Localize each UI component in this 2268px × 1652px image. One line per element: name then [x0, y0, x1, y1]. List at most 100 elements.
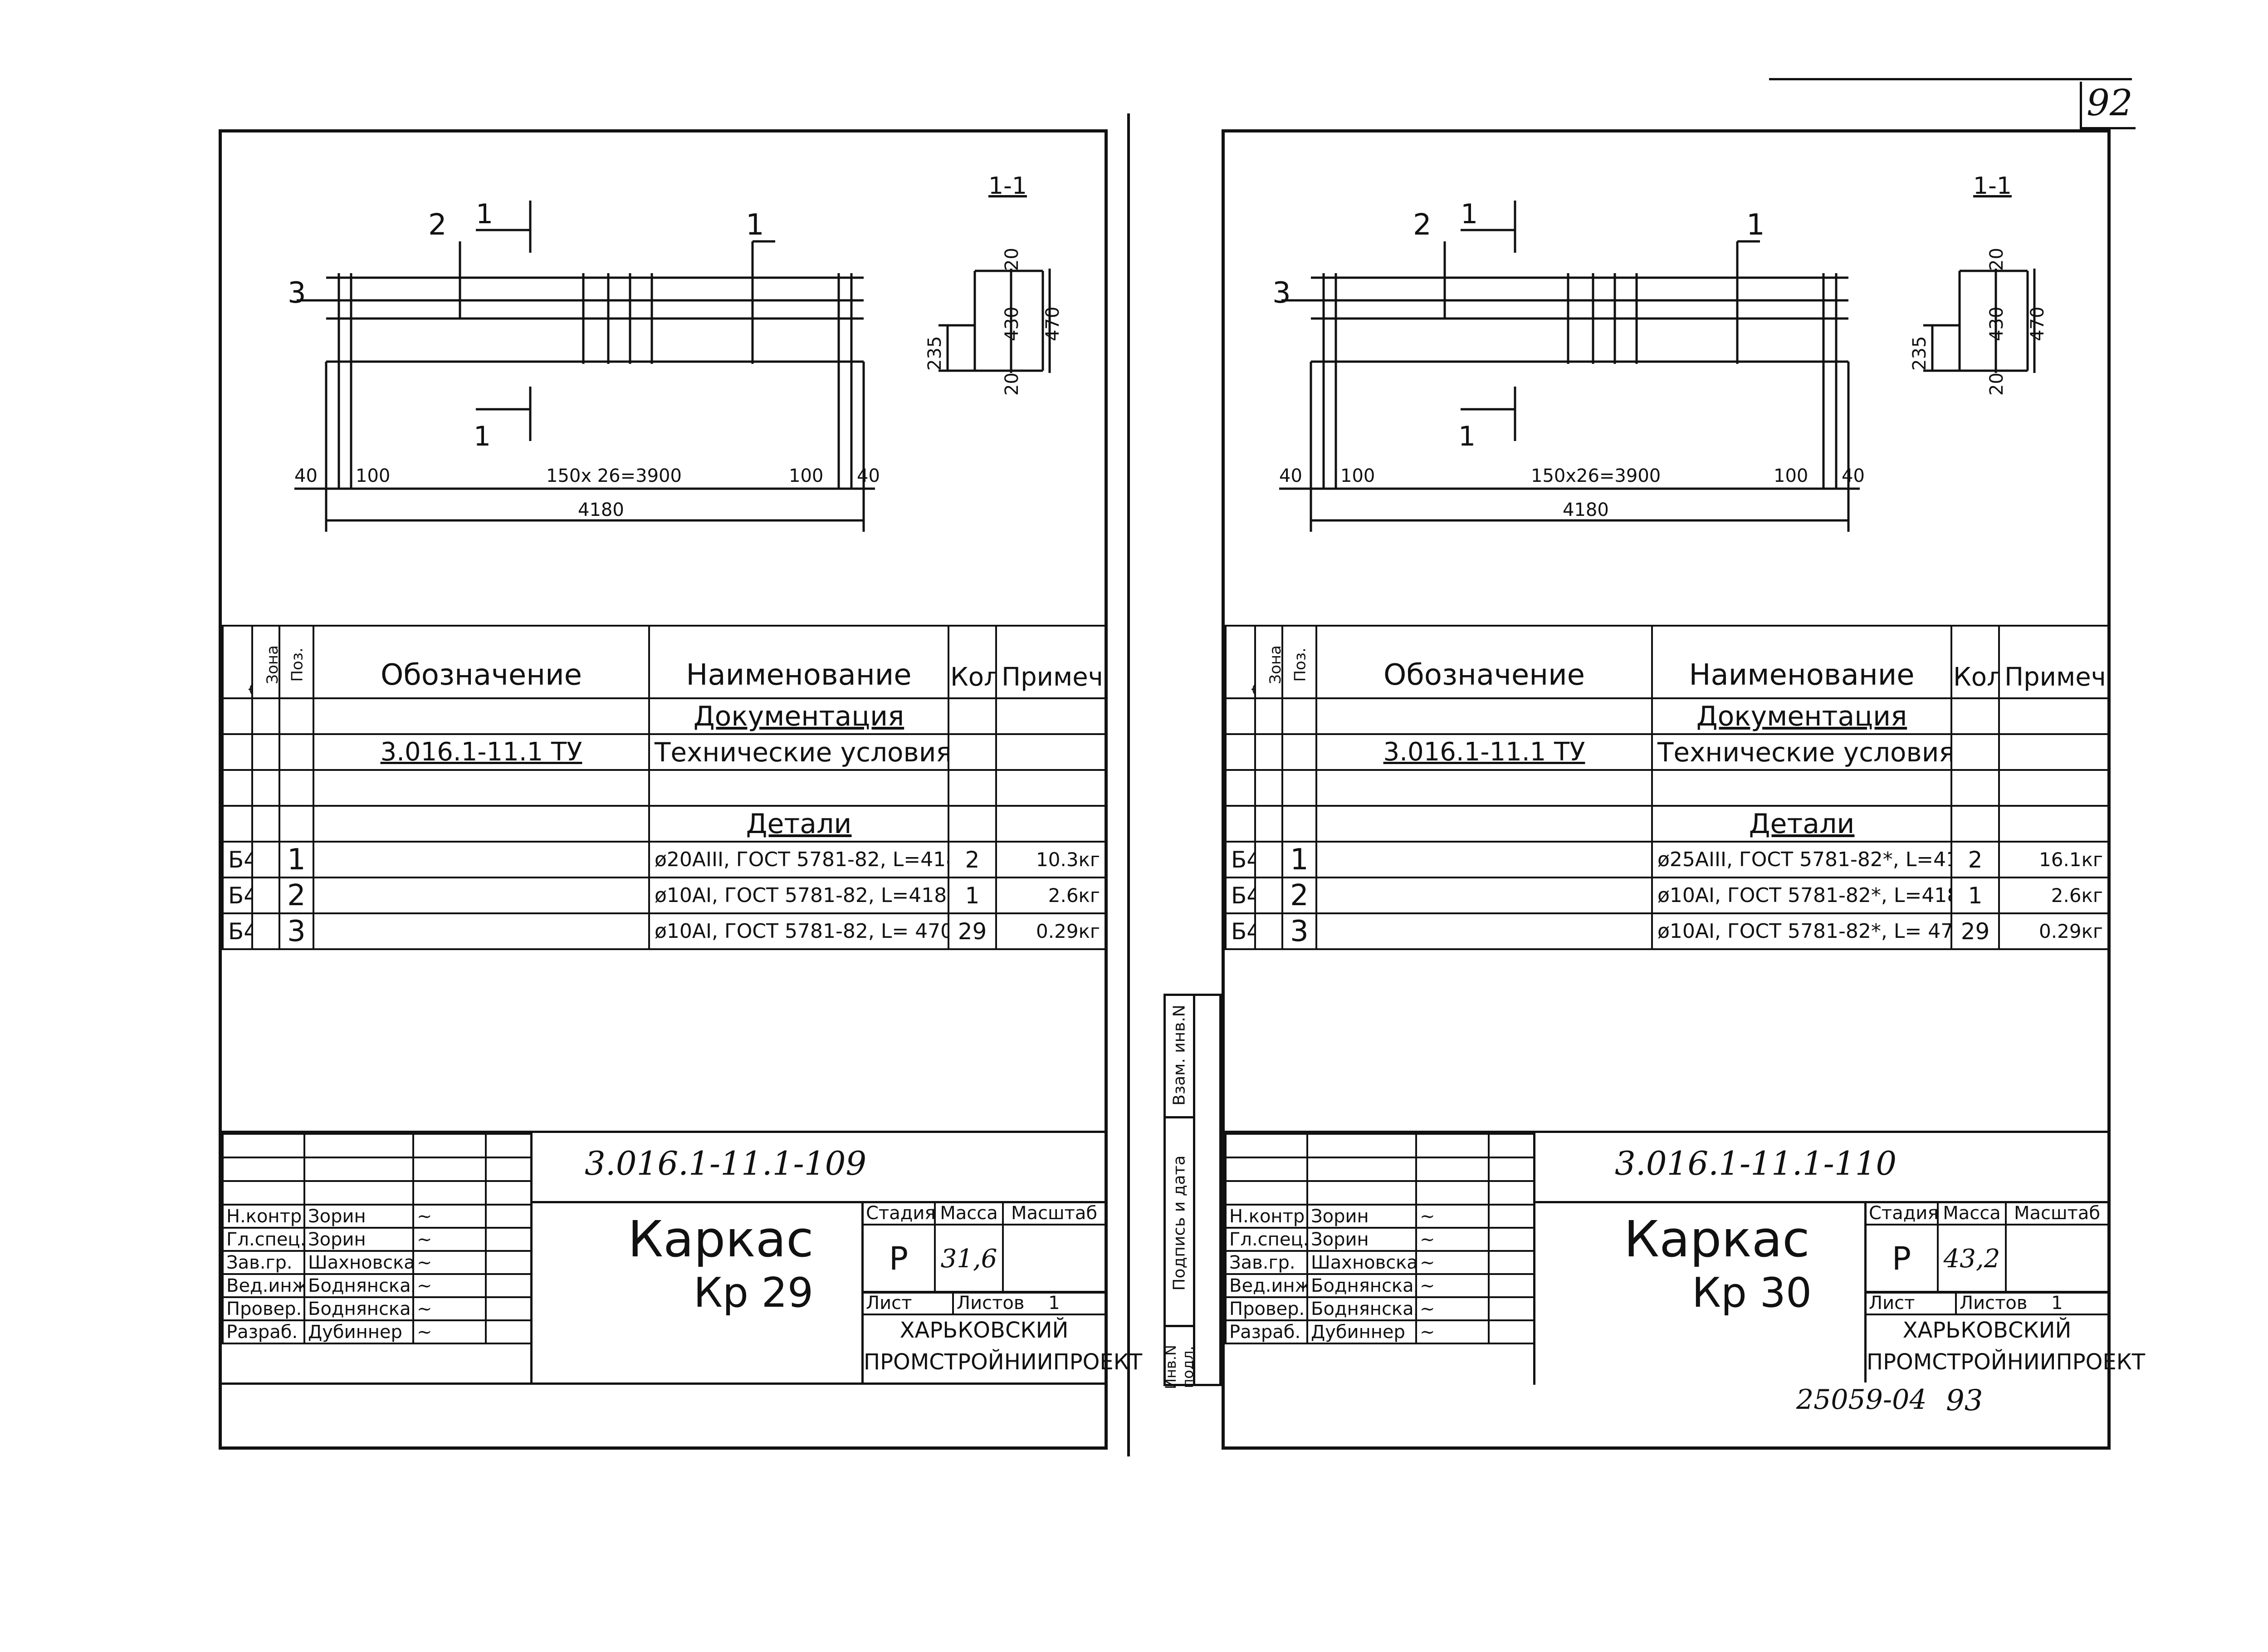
table-row: Б4 1 ø25AIII, ГОСТ 5781-82*, L=4180 2 16…: [1225, 841, 2109, 878]
frame-drawing-right: 1-1 3 2 1 1 1 40 100 150x26=3900 100 40 …: [1272, 172, 2048, 532]
org: ХАРЬКОВСКИЙ ПРОМСТРОЙНИИПРОЕКТ: [1867, 1314, 2146, 1378]
page-number: 92: [2087, 82, 2133, 124]
row-pos: 2: [1281, 877, 1317, 914]
table-row: Б4 3 ø10AI, ГОСТ 5781-82*, L= 470 29 0.2…: [1225, 912, 2109, 950]
section-mark-bottom: 1: [474, 421, 491, 452]
sheets-label: Листов: [1960, 1293, 2028, 1314]
sheets-count: 1: [2051, 1293, 2063, 1314]
side-stamp-vzam: Взам. инв.N: [1170, 1005, 1189, 1106]
doc-designation: 3.016.1-11.1 ТУ: [1315, 733, 1653, 771]
role: Н.контр.: [1225, 1204, 1308, 1229]
hdr-name: Наименование: [1651, 625, 1952, 699]
dim-40-left: 40: [1279, 466, 1302, 486]
row-qty: 1: [1950, 877, 2000, 914]
hdr-zone: Зона: [263, 645, 279, 684]
row-pos: 2: [279, 877, 314, 914]
person: Дубиннер: [303, 1319, 414, 1344]
row-note: 2.6кг: [1998, 877, 2109, 914]
doc-designation: 3.016.1-11.1 ТУ: [313, 733, 650, 771]
section-dim-20-bottom: 20: [1986, 373, 2007, 396]
role: Зав.гр.: [222, 1250, 305, 1275]
hdr-name: Наименование: [648, 625, 949, 699]
role: Провер.: [1225, 1296, 1308, 1321]
person: Шахновская: [1306, 1250, 1417, 1275]
hdr-pos: Поз.: [288, 647, 307, 682]
title-block-left: Н.контр.Зорин~ Гл.спец.Зорин~ Зав.гр.Шах…: [222, 1131, 1142, 1385]
row-format: Б4: [1225, 877, 1256, 914]
row-pos: 3: [1281, 912, 1317, 950]
section-docs: Документация: [1651, 697, 1952, 735]
title-block-right: Н.контр.Зорин~ Гл.спец.Зорин~ Зав.гр.Шах…: [1225, 1131, 2146, 1385]
org-line1: ХАРЬКОВСКИЙ: [1902, 1318, 2072, 1343]
pos-label-3: 3: [1272, 276, 1291, 310]
hdr-qty: Кол: [1950, 625, 2000, 699]
section-dim-235: 235: [924, 336, 945, 371]
dim-total: 4180: [578, 500, 624, 520]
section-mark-top: 1: [476, 198, 493, 230]
pos-label-1: 1: [746, 208, 764, 242]
stage-label: Стадия: [861, 1201, 936, 1226]
dim-40-left: 40: [294, 466, 318, 486]
row-pos: 3: [279, 912, 314, 950]
mass-label: Масса: [934, 1201, 1004, 1226]
side-stamp: Взам. инв.N Подпись и дата Инв.N подл.: [1162, 994, 1222, 1389]
role: Разраб.: [222, 1319, 305, 1344]
role: Гл.спец.: [1225, 1227, 1308, 1252]
row-name: ø25AIII, ГОСТ 5781-82*, L=4180: [1651, 841, 1952, 878]
section-label: 1-1: [988, 172, 1027, 200]
pos-label-2: 2: [1413, 208, 1432, 242]
person: Зорин: [303, 1227, 414, 1252]
pos-label-3: 3: [288, 276, 306, 310]
person: Шахновская: [303, 1250, 414, 1275]
footer-code: 25059-04: [1796, 1384, 1927, 1416]
section-dim-20-top: 20: [1002, 248, 1022, 271]
role: Зав.гр.: [1225, 1250, 1308, 1275]
footer-page: 93: [1946, 1384, 1983, 1417]
scale-label: Масштаб: [1002, 1201, 1106, 1226]
section-dim-430: 430: [1002, 307, 1022, 341]
hdr-qty: Кол: [948, 625, 997, 699]
row-note: 16.1кг: [1998, 841, 2109, 878]
section-dim-20-bottom: 20: [1002, 373, 1022, 396]
stage-label: Стадия: [1864, 1201, 1939, 1226]
dim-100-left: 100: [356, 466, 390, 486]
section-mark-top: 1: [1461, 198, 1478, 230]
section-docs: Документация: [648, 697, 949, 735]
dim-spacing: 150x 26=3900: [546, 466, 682, 486]
row-format: Б4: [222, 841, 253, 878]
section-parts: Детали: [648, 805, 949, 843]
roles-table: Н.контр.Зорин~ Гл.спец.Зорин~ Зав.гр.Шах…: [222, 1133, 532, 1344]
hdr-note: Примеч: [995, 625, 1106, 699]
row-note: 2.6кг: [995, 877, 1106, 914]
row-name: ø10AI, ГОСТ 5781-82*, L=4180: [1651, 877, 1952, 914]
section-dim-430: 430: [1986, 307, 2007, 341]
row-format: Б4: [1225, 912, 1256, 950]
hdr-designation: Обозначение: [313, 625, 650, 699]
table-row: Б4 3 ø10AI, ГОСТ 5781-82, L= 470 29 0.29…: [222, 912, 1106, 950]
row-name: ø20AIII, ГОСТ 5781-82, L=4180: [648, 841, 949, 878]
title-line2: Кр 29: [694, 1269, 814, 1317]
scale-label: Масштаб: [2005, 1201, 2109, 1226]
person: Боднянская: [303, 1273, 414, 1298]
dim-40-right: 40: [1842, 466, 1865, 486]
top-rule: [1769, 78, 2132, 80]
row-pos: 1: [1281, 841, 1317, 878]
hdr-note: Примеч: [1998, 625, 2109, 699]
section-dim-20-top: 20: [1986, 248, 2007, 271]
dim-100-right: 100: [1774, 466, 1808, 486]
person: Боднянская: [1306, 1273, 1417, 1298]
doc-code: 3.016.1-11.1-110: [1615, 1144, 1897, 1182]
spec-table-right: Формат Зона Поз. Обозначение Наименовани…: [1225, 625, 2109, 950]
frame-drawing-left: 1-1 3 2 1 1 1 40 100 150x 26=3900 100 40…: [288, 172, 1063, 532]
roles-table: Н.контр.Зорин~ Гл.спец.Зорин~ Зав.гр.Шах…: [1225, 1133, 1535, 1344]
person: Дубиннер: [1306, 1319, 1417, 1344]
table-row: Б4 2 ø10AI, ГОСТ 5781-82*, L=4180 1 2.6к…: [1225, 877, 2109, 914]
stage: Р: [1864, 1224, 1939, 1294]
spec-table-left: Формат Зона Поз. Обозначение Наименовани…: [222, 625, 1106, 950]
doc-code: 3.016.1-11.1-109: [585, 1144, 867, 1182]
org-line2: ПРОМСТРОЙНИИПРОЕКТ: [1867, 1349, 2146, 1375]
person: Зорин: [1306, 1227, 1417, 1252]
section-dim-235: 235: [1909, 336, 1930, 371]
